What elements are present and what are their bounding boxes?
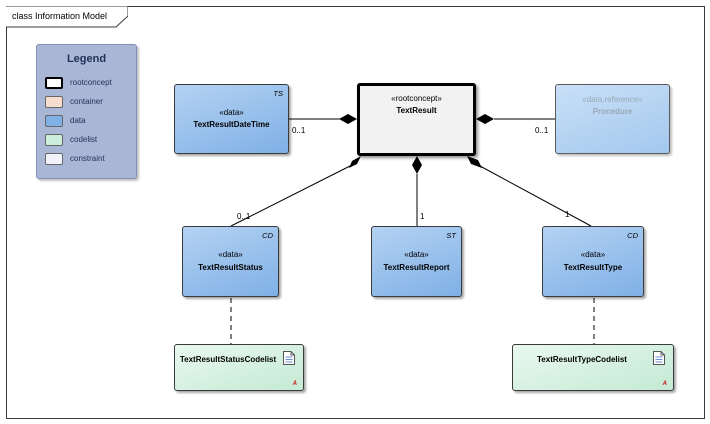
multiplicity-status: 0..1 — [237, 212, 251, 221]
class-stereotype: «data» — [219, 108, 244, 117]
abstract-marker: A — [292, 381, 297, 387]
composition-diamond-icon — [476, 114, 494, 124]
connector-status — [230, 165, 351, 227]
datatype-tag: CD — [627, 231, 638, 240]
class-text-result-report[interactable]: ST «data» TextResultReport — [371, 226, 462, 297]
legend-swatch-rootconcept — [45, 77, 63, 89]
legend-label: container — [70, 97, 103, 106]
legend-label: constraint — [70, 154, 105, 163]
legend-label: codelist — [70, 135, 98, 144]
class-text-result-status[interactable]: CD «data» TextResultStatus — [182, 226, 279, 297]
legend-title: Legend — [66, 53, 107, 65]
class-name: TextResultReport — [383, 263, 450, 272]
class-stereotype: «rootconcept» — [391, 94, 442, 103]
codelist-text-result-type[interactable]: TextResultTypeCodelist A — [512, 344, 674, 391]
document-icon — [283, 351, 295, 365]
composition-diamond-icon — [339, 114, 357, 124]
multiplicity-type: 1 — [565, 210, 570, 219]
legend-swatch-data — [45, 115, 63, 127]
class-procedure[interactable]: «data,reference» Procedure — [555, 84, 670, 154]
codelist-text-result-status[interactable]: TextResultStatusCodelist A — [174, 344, 304, 391]
datatype-tag: TS — [273, 89, 283, 98]
class-stereotype: «data» — [580, 250, 606, 259]
legend-label: rootconcept — [70, 78, 112, 87]
multiplicity-date-time: 0..1 — [292, 126, 306, 135]
document-icon — [653, 351, 665, 365]
composition-diamond-icon — [349, 156, 361, 168]
class-stereotype: «data,reference» — [582, 95, 643, 104]
datatype-tag: ST — [446, 231, 456, 240]
class-text-result-date-time[interactable]: TS «data» TextResultDateTime — [174, 84, 289, 154]
connector-type — [479, 165, 592, 227]
class-stereotype: «data» — [218, 250, 243, 259]
class-name: TextResult — [396, 106, 437, 115]
class-name: TextResultDateTime — [193, 120, 270, 129]
datatype-tag: CD — [262, 231, 273, 240]
legend-label: data — [70, 116, 86, 125]
class-name: Procedure — [592, 107, 633, 116]
abstract-marker: A — [662, 381, 667, 387]
multiplicity-report: 1 — [420, 212, 425, 221]
class-name: TextResultTypeCodelist — [537, 355, 627, 364]
class-stereotype: «data» — [404, 250, 429, 259]
diagram-title: class Information Model — [12, 11, 108, 21]
class-name: TextResultType — [563, 263, 623, 272]
composition-diamond-icon — [467, 156, 482, 168]
class-text-result[interactable]: «rootconcept» TextResult — [357, 83, 476, 156]
multiplicity-procedure: 0..1 — [535, 126, 549, 135]
class-text-result-type[interactable]: CD «data» TextResultType — [542, 226, 644, 297]
legend-swatch-constraint — [45, 153, 63, 165]
class-name: TextResultStatus — [198, 263, 263, 272]
composition-diamond-icon — [412, 156, 422, 174]
legend-swatch-codelist — [45, 134, 63, 146]
legend-swatch-container — [45, 96, 63, 108]
legend: Legend rootconcept container data codeli… — [36, 44, 137, 179]
class-name: TextResultStatusCodelist — [179, 355, 277, 364]
